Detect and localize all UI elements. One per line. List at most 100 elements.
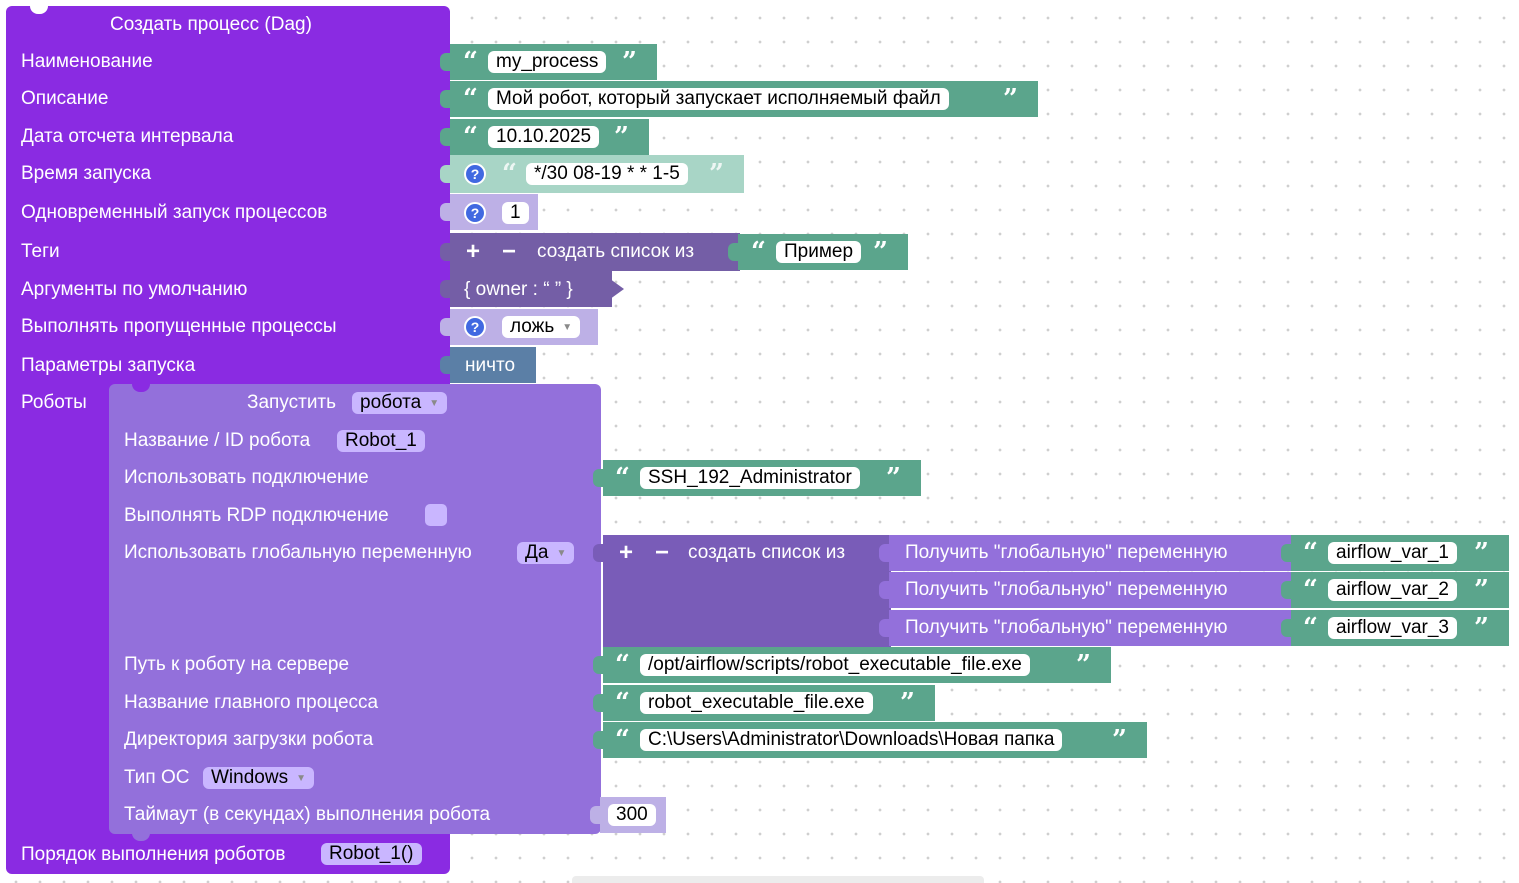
getter-field[interactable]: airflow_var_1 <box>1328 542 1457 564</box>
global-list-block[interactable] <box>603 535 891 647</box>
schedule-field[interactable]: */30 08-19 * * 1-5 <box>526 163 688 185</box>
close-quote-icon: ” <box>1112 725 1127 755</box>
label-connection: Использовать подключение <box>124 467 369 488</box>
start-date-field[interactable]: 10.10.2025 <box>488 126 600 148</box>
minus-icon[interactable]: − <box>502 238 517 265</box>
robot-run-dropdown[interactable]: робота▼ <box>352 392 448 414</box>
global-var-dropdown[interactable]: Да▼ <box>517 542 575 564</box>
name-connector <box>440 53 450 71</box>
global-list-label: создать список из <box>688 542 846 563</box>
getter-label: Получить "глобальную" переменную <box>905 579 1228 600</box>
name-field[interactable]: my_process <box>488 51 607 73</box>
open-quote-icon: “ <box>615 463 630 493</box>
getter-connector <box>879 544 889 562</box>
dag-block-notch <box>30 6 48 14</box>
close-quote-icon: ” <box>1003 84 1018 114</box>
robot-block-notch <box>132 384 150 392</box>
close-quote-icon: ” <box>622 47 637 77</box>
schedule-connector <box>440 165 450 183</box>
label-concurrency: Одновременный запуск процессов <box>21 202 328 223</box>
minus-icon[interactable]: − <box>655 539 670 566</box>
label-catchup: Выполнять пропущенные процессы <box>21 316 337 337</box>
label-tags: Теги <box>21 241 60 262</box>
getter-label: Получить "глобальную" переменную <box>905 542 1228 563</box>
close-quote-icon: ” <box>614 122 629 152</box>
connection-connector <box>593 469 603 487</box>
open-quote-icon: “ <box>1303 575 1318 605</box>
params-value: ничто <box>465 355 516 376</box>
download-dir-field[interactable]: C:\Users\Administrator\Downloads\Новая п… <box>640 729 1063 751</box>
open-quote-icon: “ <box>615 725 630 755</box>
catchup-dropdown[interactable]: ложь▼ <box>502 316 581 338</box>
order-field[interactable]: Robot_1() <box>321 843 422 865</box>
timeout-field[interactable]: 300 <box>608 804 656 826</box>
help-icon[interactable]: ? <box>464 163 486 185</box>
open-quote-icon: “ <box>463 84 478 114</box>
help-icon[interactable]: ? <box>464 202 486 224</box>
robot-block-bottom-tab <box>132 833 150 841</box>
label-global-var: Использовать глобальную переменную <box>124 542 472 563</box>
open-quote-icon: “ <box>615 650 630 680</box>
tag-connector <box>728 243 738 261</box>
tag-field[interactable]: Пример <box>776 241 862 263</box>
default-args-value[interactable]: { owner : “ ” } <box>464 279 573 300</box>
global-getter-block[interactable] <box>889 572 1291 608</box>
chevron-down-icon: ▼ <box>429 398 440 409</box>
chevron-down-icon: ▼ <box>296 773 306 784</box>
open-quote-icon: “ <box>1303 538 1318 568</box>
close-quote-icon: ” <box>873 237 888 267</box>
label-params: Параметры запуска <box>21 355 196 376</box>
robot-run-label: Запустить <box>247 392 337 413</box>
open-quote-icon: “ <box>463 122 478 152</box>
params-block[interactable] <box>450 347 536 383</box>
dag-title: Создать процесс (Dag) <box>110 14 312 35</box>
help-icon[interactable]: ? <box>464 316 486 338</box>
main-process-field[interactable]: robot_executable_file.exe <box>640 692 873 714</box>
plus-icon[interactable]: + <box>619 539 634 566</box>
path-connector <box>593 656 603 674</box>
chevron-down-icon: ▼ <box>556 548 567 559</box>
open-quote-icon: “ <box>1303 613 1318 643</box>
horizontal-scrollbar[interactable] <box>572 876 984 883</box>
open-quote-icon: “ <box>615 688 630 718</box>
tags-list-block[interactable] <box>450 233 740 271</box>
getter-text-connector <box>1281 619 1291 637</box>
global-getter-block[interactable] <box>889 610 1291 646</box>
label-order: Порядок выполнения роботов <box>21 844 286 865</box>
path-field[interactable]: /opt/airflow/scripts/robot_executable_fi… <box>640 654 1030 676</box>
plus-icon[interactable]: + <box>466 238 481 265</box>
getter-text-connector <box>1281 544 1291 562</box>
close-quote-icon: ” <box>886 463 901 493</box>
label-os: Тип ОС <box>124 767 190 788</box>
download-dir-connector <box>593 731 603 749</box>
close-quote-icon: ” <box>900 688 915 718</box>
os-dropdown[interactable]: Windows▼ <box>203 767 314 789</box>
robot-block[interactable] <box>109 384 601 834</box>
open-quote-icon: “ <box>463 47 478 77</box>
getter-field[interactable]: airflow_var_3 <box>1328 617 1457 639</box>
description-field[interactable]: Мой робот, который запускает исполняемый… <box>488 88 949 110</box>
close-quote-icon: ” <box>1076 650 1091 680</box>
getter-field[interactable]: airflow_var_2 <box>1328 579 1457 601</box>
open-quote-icon: “ <box>502 159 517 189</box>
concurrency-field[interactable]: 1 <box>502 202 529 224</box>
label-timeout: Таймаут (в секундах) выполнения робота <box>124 804 491 825</box>
label-path: Путь к роботу на сервере <box>124 654 350 675</box>
global-getter-block[interactable] <box>889 535 1291 571</box>
params-connector <box>440 356 450 374</box>
connection-field[interactable]: SSH_192_Administrator <box>640 467 860 489</box>
robot-name-field[interactable]: Robot_1 <box>337 430 425 452</box>
label-rdp: Выполнять RDP подключение <box>124 505 389 526</box>
catchup-connector <box>440 318 450 336</box>
getter-text-connector <box>1281 581 1291 599</box>
description-connector <box>440 90 450 108</box>
rdp-checkbox[interactable] <box>425 504 447 526</box>
label-download-dir: Директория загрузки робота <box>124 729 374 750</box>
default-args-block[interactable] <box>450 271 612 307</box>
close-quote-icon: ” <box>1474 575 1489 605</box>
chevron-down-icon: ▼ <box>562 322 573 333</box>
close-quote-icon: ” <box>709 159 724 189</box>
default-args-connector <box>440 280 450 298</box>
label-schedule: Время запуска <box>21 163 152 184</box>
timeout-connector <box>590 806 600 824</box>
